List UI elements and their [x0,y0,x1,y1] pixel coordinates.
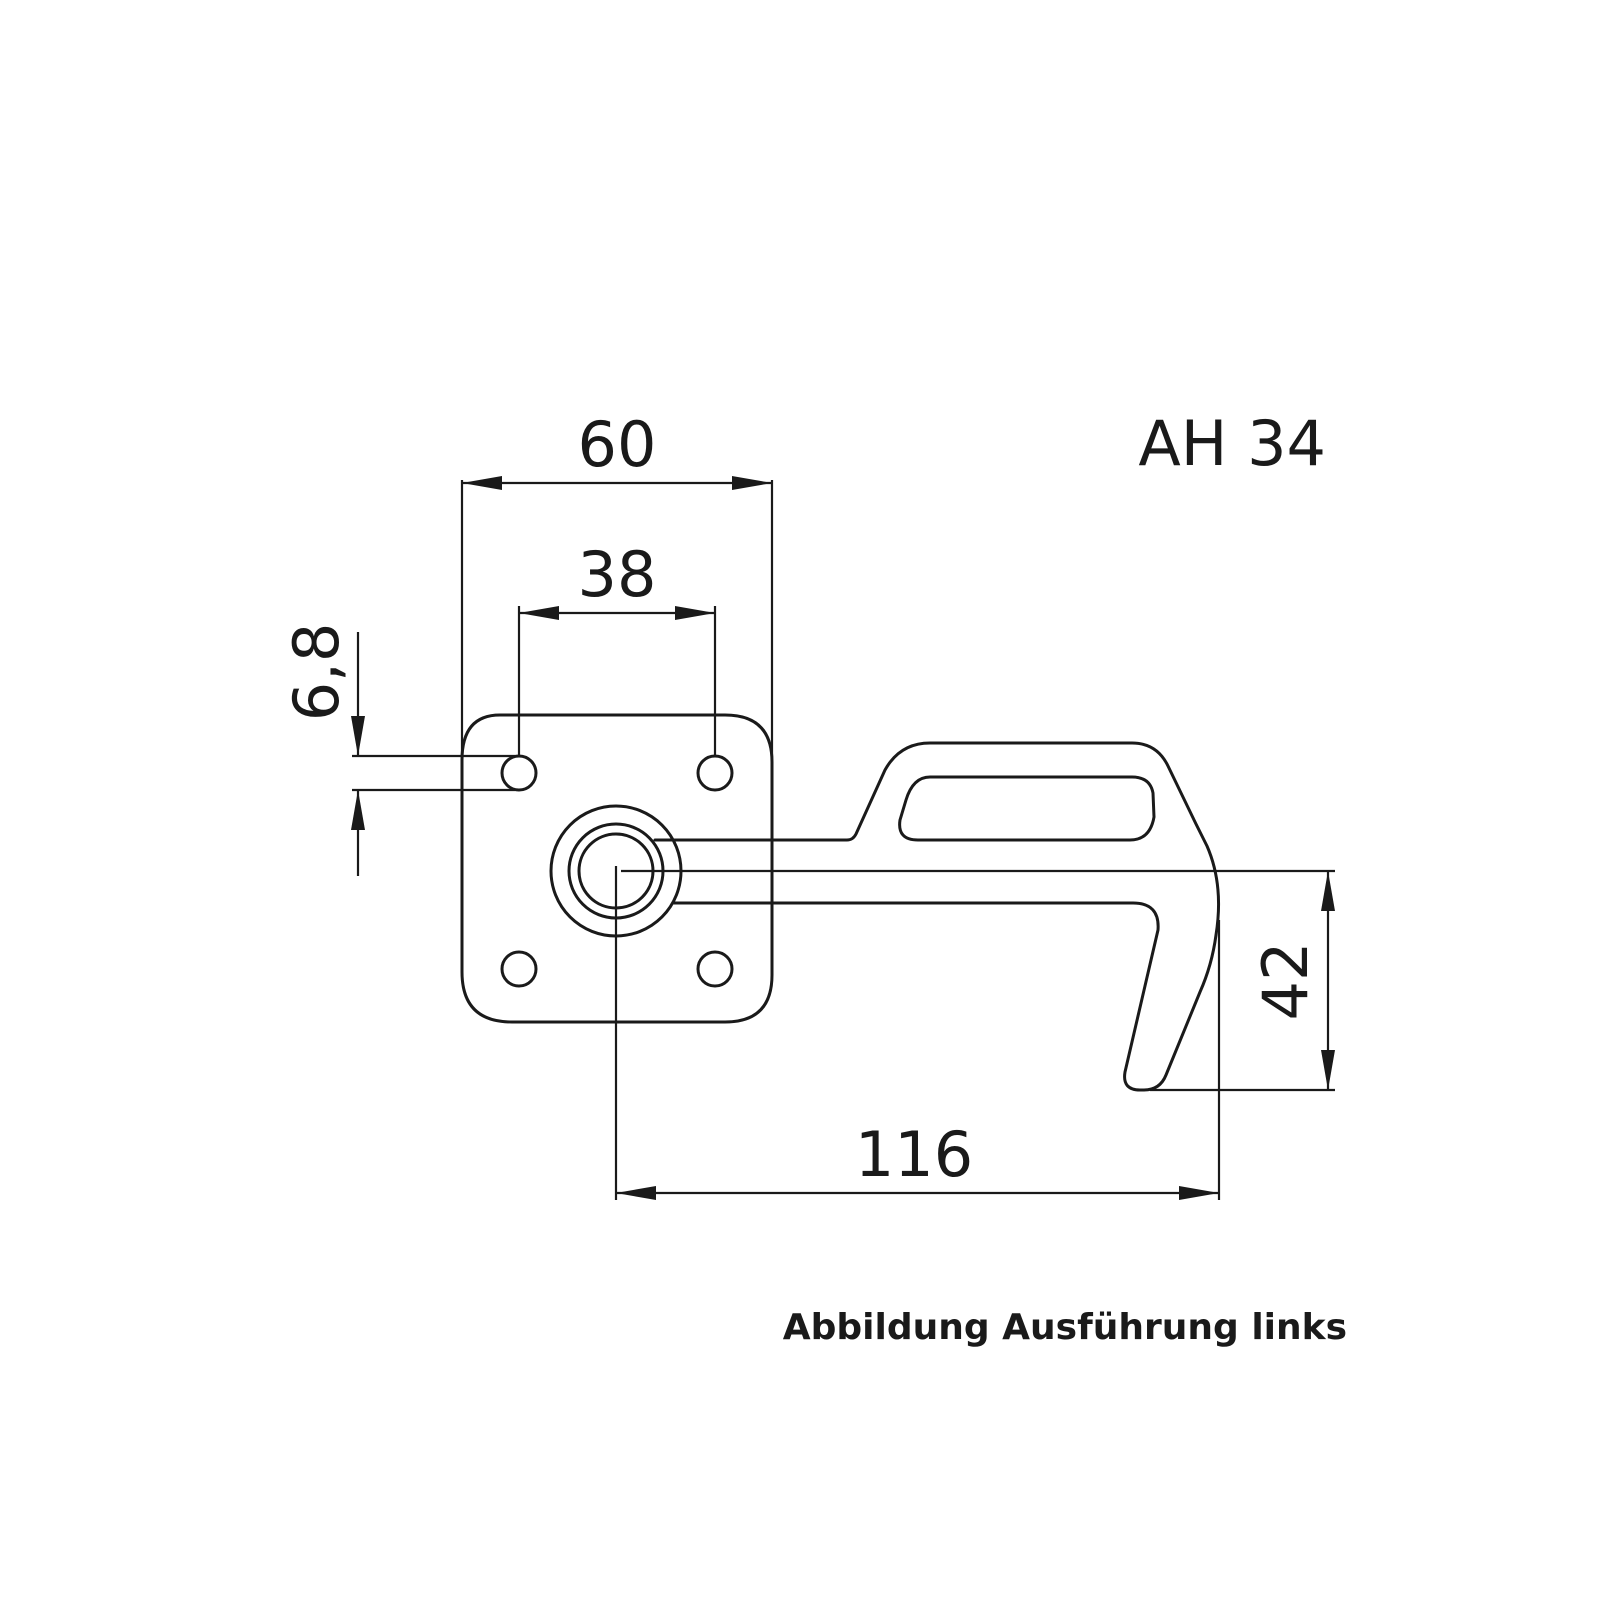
mounting-plate [460,713,774,1024]
hook-window [898,775,1156,842]
arrow-up-icon [1321,871,1335,911]
dimension-label-6-8: 6,8 [280,623,353,722]
arrow-up-icon [351,790,365,830]
arrow-left-icon [519,606,559,620]
mounting-hole-top-left [500,754,538,792]
model-title: AH 34 [1138,407,1326,480]
dimension-hook-length: 116 [614,866,1335,1200]
arrow-down-icon [351,716,365,756]
arrow-left-icon [616,1186,656,1200]
figure-caption: Abbildung Ausführung links [783,1307,1347,1348]
dimension-hook-height: 42 [1150,871,1335,1092]
mounting-hole-bottom-left [500,950,538,988]
arrow-right-icon [675,606,715,620]
dimension-hole-spacing: 38 [517,538,717,756]
dimension-label-60: 60 [578,408,657,481]
arrow-down-icon [1321,1050,1335,1090]
hook-outline [653,741,1221,1092]
dimension-label-42: 42 [1249,942,1322,1021]
dimension-label-38: 38 [578,538,657,611]
arrow-right-icon [1179,1186,1219,1200]
arrow-left-icon [462,476,502,490]
mounting-hole-top-right [696,754,734,792]
mounting-hole-bottom-right [696,950,734,988]
dimension-hole-diameter: 6,8 [280,623,515,876]
dimension-plate-width: 60 [460,408,774,842]
hook-arm [653,741,1221,1092]
plate-outline [460,713,774,1024]
dimension-label-116: 116 [855,1118,973,1191]
arrow-right-icon [732,476,772,490]
